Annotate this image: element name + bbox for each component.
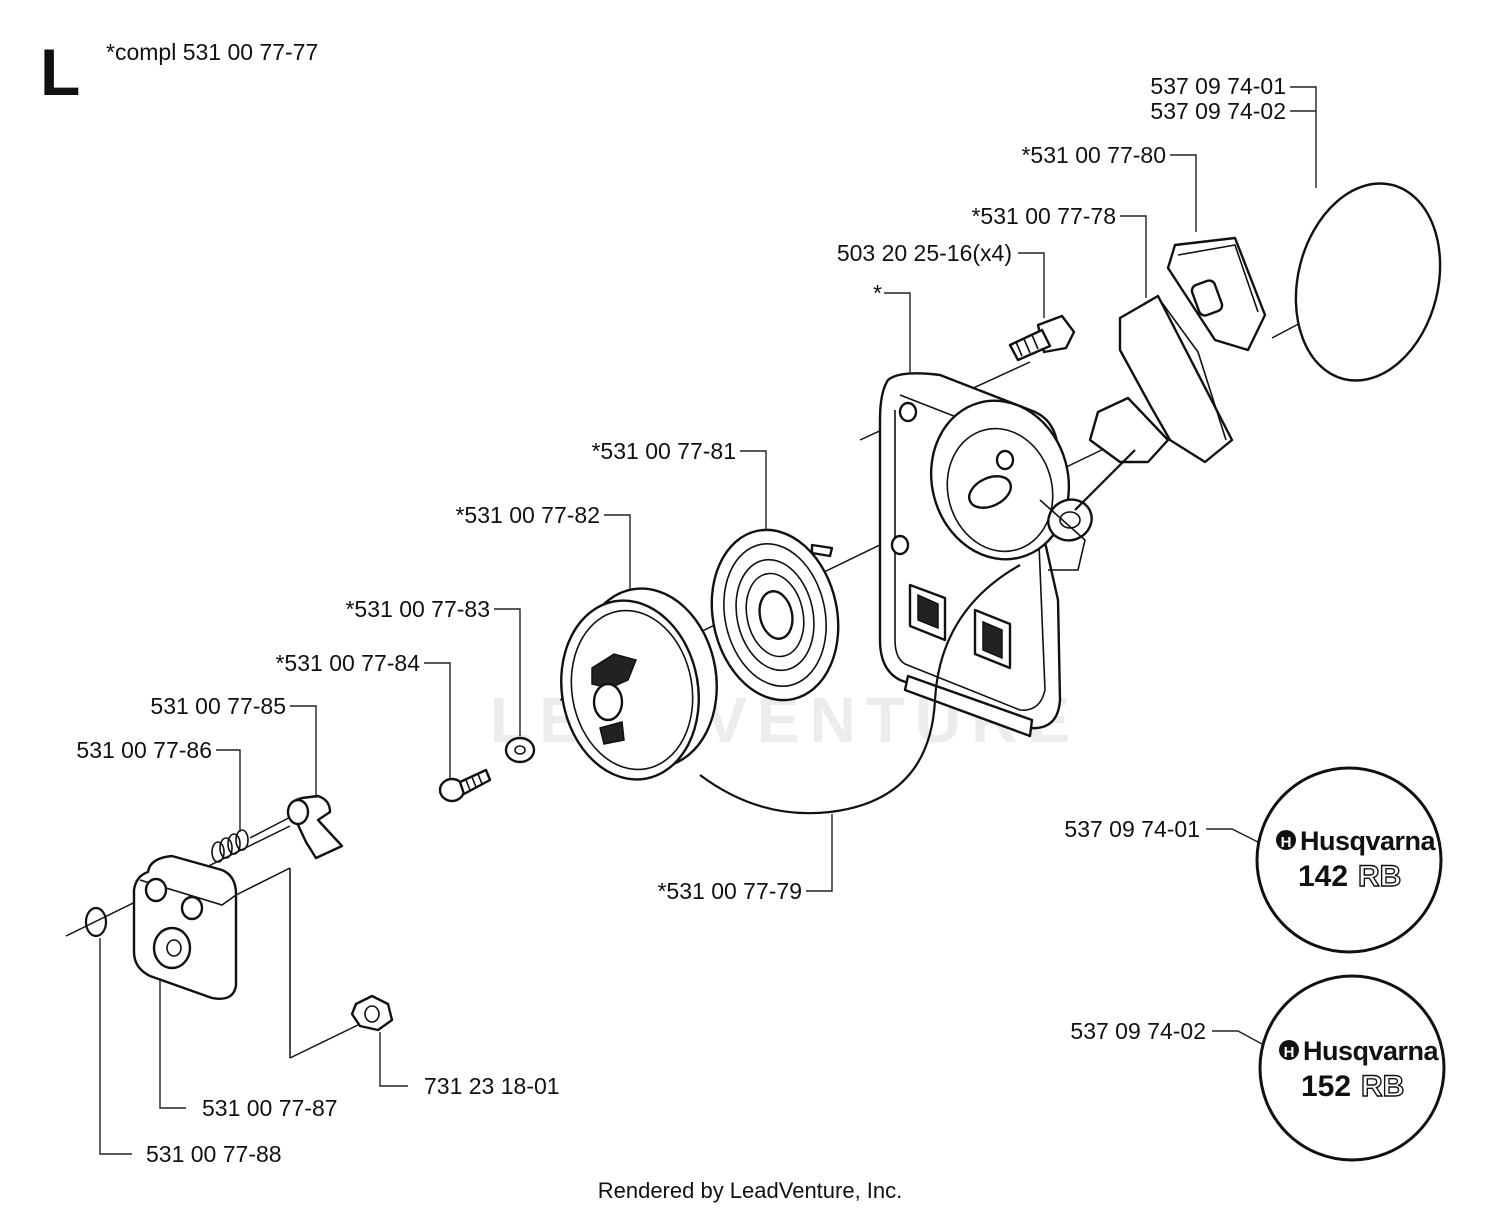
label-housing: * bbox=[873, 280, 882, 306]
husqvarna-logo-icon: H bbox=[1279, 1040, 1299, 1061]
leader-screw-x4 bbox=[1018, 252, 1045, 318]
leader-decal-152 bbox=[1212, 1030, 1263, 1045]
leader-decal-142 bbox=[1206, 828, 1259, 843]
leader-p79 bbox=[806, 814, 833, 892]
label-p83: *531 00 77-83 bbox=[345, 596, 490, 622]
circlip-part bbox=[84, 906, 108, 938]
screw-part bbox=[438, 768, 492, 803]
decal-142-model-suffix: RB bbox=[1358, 860, 1401, 893]
section-letter: L bbox=[40, 35, 80, 109]
starter-housing-part bbox=[878, 372, 1093, 738]
svg-text:H: H bbox=[1281, 834, 1292, 851]
label-p82: *531 00 77-82 bbox=[455, 502, 600, 528]
label-p88: 531 00 77-88 bbox=[146, 1141, 282, 1167]
label-p81: *531 00 77-81 bbox=[591, 438, 736, 464]
decal-152-model-suffix: RB bbox=[1361, 1070, 1404, 1103]
label-p86: 531 00 77-86 bbox=[76, 737, 212, 763]
label-decal-152: 537 09 74-02 bbox=[1070, 1018, 1206, 1044]
label-p87: 531 00 77-87 bbox=[202, 1095, 338, 1121]
leader-decal-a bbox=[1290, 86, 1317, 188]
axis-line-plate bbox=[235, 867, 291, 896]
label-p79: *531 00 77-79 bbox=[657, 878, 802, 904]
decal-142rb: H Husqvarna 142 RB bbox=[1255, 766, 1443, 954]
svg-text:H: H bbox=[1284, 1044, 1295, 1061]
starter-rope-part bbox=[699, 449, 1136, 815]
footer-credit: Rendered by LeadVenture, Inc. bbox=[598, 1178, 903, 1203]
spring-part bbox=[211, 829, 249, 863]
plate-part bbox=[132, 854, 238, 1000]
pawl-part bbox=[286, 794, 344, 860]
leader-p83 bbox=[494, 608, 521, 736]
leader-p88 bbox=[99, 938, 132, 1155]
leader-p81 bbox=[740, 450, 767, 530]
leader-p78 bbox=[1120, 215, 1147, 298]
leader-housing bbox=[884, 292, 911, 374]
leader-nut bbox=[379, 1032, 408, 1087]
label-p84: *531 00 77-84 bbox=[275, 650, 420, 676]
round-cover-part bbox=[1294, 182, 1442, 382]
leader-p86 bbox=[216, 749, 241, 832]
decal-152-model-num: 152 bbox=[1301, 1070, 1351, 1103]
washer-hole bbox=[514, 745, 526, 755]
label-decal-top-a: 537 09 74-01 bbox=[1150, 73, 1286, 99]
label-decal-top-b: 537 09 74-02 bbox=[1150, 98, 1286, 124]
bolt-part bbox=[1008, 314, 1076, 362]
washer-part bbox=[504, 736, 536, 764]
label-p78: *531 00 77-78 bbox=[971, 203, 1116, 229]
decal-142-circle bbox=[1255, 766, 1443, 954]
label-nut: 731 23 18-01 bbox=[424, 1073, 560, 1099]
decal-152rb: H Husqvarna 152 RB bbox=[1258, 974, 1446, 1162]
decal-152-circle bbox=[1258, 974, 1446, 1162]
recoil-spring-part bbox=[710, 528, 840, 702]
label-decal-142: 537 09 74-01 bbox=[1064, 816, 1200, 842]
leader-p82 bbox=[604, 514, 631, 590]
decal-142-model-num: 142 bbox=[1298, 860, 1348, 893]
leader-p87 bbox=[159, 980, 186, 1109]
label-p85: 531 00 77-85 bbox=[150, 693, 286, 719]
husqvarna-logo-icon: H bbox=[1276, 830, 1296, 851]
leader-p80 bbox=[1170, 154, 1197, 232]
axis-line-nut bbox=[289, 1023, 361, 1059]
decal-142-brand: Husqvarna bbox=[1300, 826, 1437, 856]
label-p80: *531 00 77-80 bbox=[1021, 142, 1166, 168]
label-screw-x4: 503 20 25-16(x4) bbox=[837, 240, 1012, 266]
leader-p84 bbox=[424, 662, 451, 778]
pulley-part bbox=[560, 587, 718, 781]
leader-p85 bbox=[290, 705, 317, 798]
rope-handle-part bbox=[1088, 236, 1267, 464]
assembly-label: *compl 531 00 77-77 bbox=[106, 39, 318, 65]
decal-152-brand: Husqvarna bbox=[1303, 1036, 1440, 1066]
nut-part bbox=[350, 994, 394, 1032]
